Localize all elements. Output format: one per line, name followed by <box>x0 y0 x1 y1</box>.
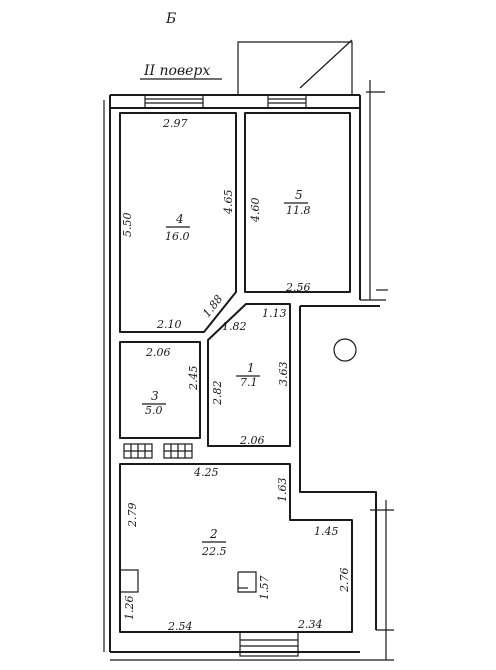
room-5-outline <box>244 112 351 293</box>
dim-r5-left: 4.60 <box>249 198 262 224</box>
dim-r4-top: 2.97 <box>162 117 188 130</box>
dim-r3-right: 2.45 <box>187 366 200 392</box>
dim-diag-c: 1.13 <box>262 307 287 320</box>
room-4-area: 16.0 <box>165 230 190 243</box>
balcony <box>237 39 353 95</box>
room-3-number: 3 <box>151 389 159 403</box>
window-room-4 <box>144 94 204 109</box>
staircase-outline <box>299 305 394 660</box>
dim-r2-bottom-left: 2.54 <box>167 620 193 633</box>
dim-r1-bottom: 2.06 <box>239 434 265 447</box>
dim-r4-bottom: 2.10 <box>156 318 182 331</box>
corner-letter: Б <box>165 11 176 27</box>
dim-diag-a: 1.88 <box>200 293 225 320</box>
dim-r2-notch-v: 1.63 <box>276 478 289 503</box>
room-2-details <box>119 569 257 593</box>
dim-r2-corner: 1.26 <box>123 596 136 621</box>
dim-r2-right: 2.76 <box>338 568 351 594</box>
dim-r3-top: 2.06 <box>145 346 171 359</box>
room-5-area: 11.8 <box>286 204 311 217</box>
room-2-number: 2 <box>209 527 218 541</box>
room-1-number: 1 <box>247 361 255 375</box>
dim-r2-bottom-right: 2.34 <box>297 618 323 631</box>
room-4-outline <box>119 112 237 333</box>
dim-r2-top: 4.25 <box>193 466 219 479</box>
dim-r4-right: 4.65 <box>222 190 235 216</box>
column-circle <box>333 338 357 362</box>
dim-r4-left: 5.50 <box>121 213 134 238</box>
room-1-area: 7.1 <box>240 376 258 389</box>
room-5-number: 5 <box>295 188 303 202</box>
dim-r1-right: 3.63 <box>277 362 290 387</box>
room-4-number: 4 <box>175 212 184 226</box>
dim-r5-bottom: 2.56 <box>285 281 311 294</box>
dim-diag-b: 1.82 <box>222 320 247 333</box>
dim-r2-left: 2.79 <box>126 503 139 529</box>
room-2-area: 22.5 <box>201 545 227 558</box>
dim-r2-notch-h: 1.45 <box>314 525 339 538</box>
window-room-5 <box>267 94 307 109</box>
room-3-outline <box>119 341 201 439</box>
dim-r2-column: 1.57 <box>258 576 271 601</box>
dim-r1-left: 2.82 <box>211 381 224 407</box>
room-1-outline <box>207 303 291 447</box>
floor-label: II поверх <box>143 63 210 79</box>
vent-grills <box>123 443 193 459</box>
room-3-area: 5.0 <box>145 404 163 417</box>
room-2-outline <box>119 463 353 633</box>
